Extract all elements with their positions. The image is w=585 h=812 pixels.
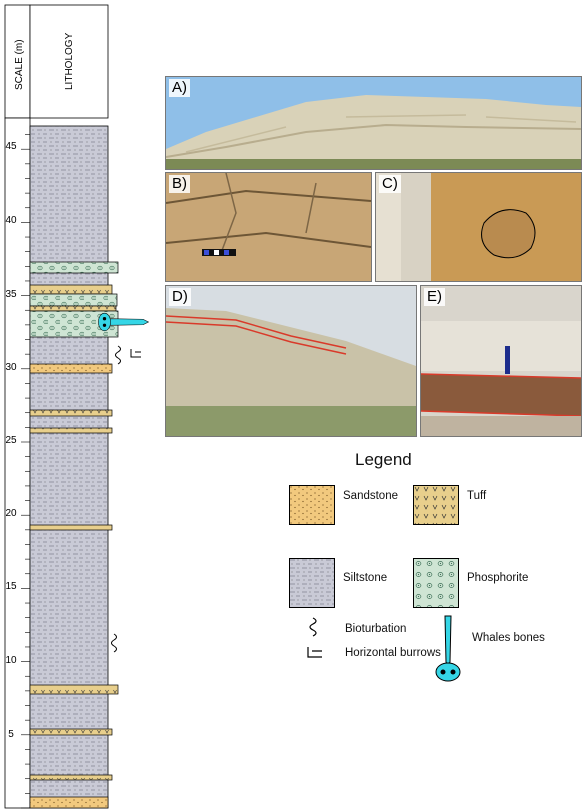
lithology-header: LITHOLOGY bbox=[64, 32, 75, 90]
tick-label-15: 15 bbox=[5, 581, 17, 592]
photo-c-label: C) bbox=[379, 175, 401, 193]
legend-label-horizontal-burrows: Horizontal burrows bbox=[345, 647, 441, 659]
legend-label-phosphorite: Phosphorite bbox=[467, 572, 529, 584]
bed-sandstone bbox=[29, 796, 109, 809]
bed-tuff bbox=[29, 409, 113, 417]
photo-c-image bbox=[376, 173, 581, 281]
legend-horizontal-burrows-icon bbox=[307, 647, 322, 658]
legend-swatch-sandstone bbox=[289, 485, 335, 525]
bed-tuff bbox=[29, 284, 113, 295]
photo-b-outcrop: B) bbox=[165, 172, 372, 282]
bioturbation-icon bbox=[115, 345, 121, 365]
tick-label-20: 20 bbox=[5, 508, 17, 519]
tick-label-35: 35 bbox=[5, 289, 17, 300]
photo-d-label: D) bbox=[169, 288, 191, 306]
legend-swatch-siltstone bbox=[289, 558, 335, 608]
scale-header-box bbox=[4, 4, 31, 119]
tick-label-25: 25 bbox=[5, 435, 17, 446]
tick-label-45: 45 bbox=[5, 141, 17, 152]
tick-label-40: 40 bbox=[5, 215, 17, 226]
photo-c-fossil: C) bbox=[375, 172, 582, 282]
photo-e-outcrop: E) bbox=[420, 285, 582, 437]
scale-axis bbox=[4, 117, 31, 809]
photo-b-image bbox=[166, 173, 371, 281]
legend-label-bioturbation: Bioturbation bbox=[345, 623, 407, 635]
tick-label-5: 5 bbox=[8, 729, 14, 740]
bed-tuff bbox=[29, 524, 113, 531]
tick-lines bbox=[21, 134, 30, 809]
legend-swatch-tuff bbox=[413, 485, 459, 525]
legend-bioturbation-icon bbox=[309, 617, 317, 637]
whale-bone-icon bbox=[98, 312, 150, 332]
bed-phosphorite bbox=[29, 261, 119, 274]
bed-tuff bbox=[29, 774, 113, 781]
tick-label-10: 10 bbox=[5, 655, 17, 666]
photo-e-image bbox=[421, 286, 581, 436]
photo-b-label: B) bbox=[169, 175, 190, 193]
photo-d-outcrop: D) bbox=[165, 285, 417, 437]
legend-label-whales-bones: Whales bones bbox=[472, 632, 545, 644]
photo-d-image bbox=[166, 286, 416, 436]
photo-a-image bbox=[166, 77, 581, 169]
bioturbation-icon bbox=[111, 633, 117, 653]
bed-tuff bbox=[29, 684, 119, 695]
lithology-header-box bbox=[29, 4, 109, 119]
legend-whale-bone-icon bbox=[435, 615, 461, 682]
tick-labels: 45 40 35 30 25 20 15 10 5 bbox=[5, 141, 17, 740]
siltstone-body bbox=[29, 125, 109, 809]
legend-label-sandstone: Sandstone bbox=[343, 490, 398, 502]
photo-a-label: A) bbox=[169, 79, 190, 97]
legend-swatch-phosphorite bbox=[413, 558, 459, 608]
scale-header: SCALE (m) bbox=[14, 39, 25, 90]
photo-a-cliff: A) bbox=[165, 76, 582, 170]
bed-phosphorite bbox=[29, 293, 118, 307]
bed-tuff bbox=[29, 305, 117, 312]
legend-label-siltstone: Siltstone bbox=[343, 572, 388, 584]
bed-sandstone bbox=[29, 363, 113, 374]
stratigraphic-column: SCALE (m) LITHOLOGY 45 40 35 30 25 20 15… bbox=[4, 4, 150, 809]
tick-label-30: 30 bbox=[5, 362, 17, 373]
legend-title: Legend bbox=[355, 450, 412, 469]
legend-label-tuff: Tuff bbox=[467, 490, 487, 502]
bed-tuff bbox=[29, 728, 113, 736]
bed-tuff bbox=[29, 427, 113, 434]
horizontal-burrows-icon bbox=[130, 349, 141, 358]
photo-e-label: E) bbox=[424, 288, 445, 306]
